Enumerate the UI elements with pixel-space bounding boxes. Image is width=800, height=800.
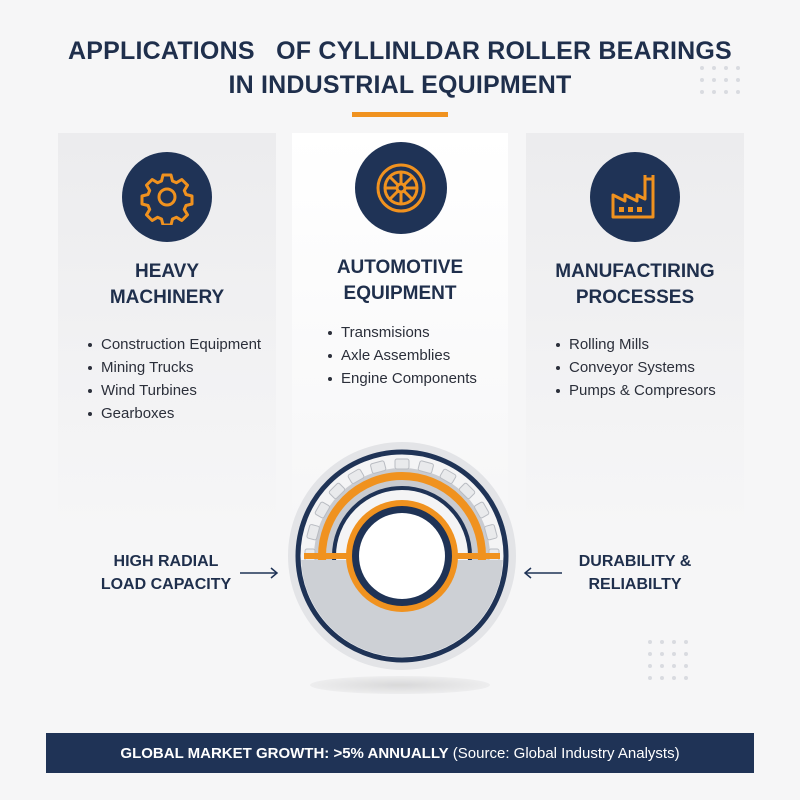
list-item: Transmisions xyxy=(328,321,477,344)
list-item: Gearboxes xyxy=(88,402,261,425)
card-heading-line: MACHINERY xyxy=(109,287,225,308)
list-item: Rolling Mills xyxy=(556,333,716,356)
callout-high-radial-load: HIGH RADIAL LOAD CAPACITY xyxy=(96,550,236,596)
roller xyxy=(306,524,320,541)
roller xyxy=(370,460,387,474)
banner-source: (Source: Global Industry Analysts) xyxy=(448,744,680,762)
card-heading-automotive: AUTOMOTIVE EQUIPMENT xyxy=(292,255,508,307)
roller xyxy=(394,458,410,470)
callout-line: DURABILITY & xyxy=(578,553,692,570)
roller xyxy=(484,524,498,541)
callout-line: HIGH RADIAL xyxy=(113,553,219,570)
callout-line: RELIABILTY xyxy=(588,576,682,593)
callout-durability: DURABILITY & RELIABILTY xyxy=(560,550,710,596)
roller xyxy=(314,501,330,519)
list-item: Engine Components xyxy=(328,367,477,390)
page-title: APPLICATIONS OF CYLLINLDAR ROLLER BEARIN… xyxy=(0,34,800,102)
list-item: Axle Assemblies xyxy=(328,344,477,367)
card-heavy-machinery: HEAVY MACHINERY Construction Equipment M… xyxy=(58,133,276,533)
roller xyxy=(474,501,490,519)
wheel-icon xyxy=(355,142,447,234)
roller xyxy=(347,468,365,484)
arrow-left-icon xyxy=(523,567,562,579)
title-line-2: IN INDUSTRIAL EQUIPMENT xyxy=(228,71,572,99)
list-item: Conveyor Systems xyxy=(556,356,716,379)
list-item: Wind Turbines xyxy=(88,379,261,402)
list-item: Construction Equipment xyxy=(88,333,261,356)
callout-line: LOAD CAPACITY xyxy=(100,576,232,593)
card-heading-line: HEAVY xyxy=(134,261,200,282)
bearing-shadow xyxy=(310,676,490,694)
bearing-illustration xyxy=(288,442,516,670)
list-item: Mining Trucks xyxy=(88,356,261,379)
roller xyxy=(328,482,346,500)
title-accent-bar xyxy=(352,112,448,117)
arrow-right-icon xyxy=(240,567,279,579)
list-item: Pumps & Compresors xyxy=(556,379,716,402)
factory-icon xyxy=(590,152,680,242)
card-heading-line: MANUFACTIRING xyxy=(555,261,715,282)
roller xyxy=(458,482,476,500)
title-line-1: APPLICATIONS OF CYLLINLDAR ROLLER BEARIN… xyxy=(68,37,732,65)
card-heading-line: AUTOMOTIVE xyxy=(336,257,464,278)
list-heavy: Construction Equipment Mining Trucks Win… xyxy=(88,333,261,425)
card-heading-manufacturing: MANUFACTIRING PROCESSES xyxy=(526,259,744,311)
list-automotive: Transmisions Axle Assemblies Engine Comp… xyxy=(328,321,477,390)
decorative-dots-top xyxy=(700,66,740,94)
banner-headline: GLOBAL MARKET GROWTH: >5% ANNUALLY xyxy=(120,744,449,762)
card-heading-line: EQUIPMENT xyxy=(343,283,457,304)
roller xyxy=(417,460,434,474)
card-manufacturing-processes: MANUFACTIRING PROCESSES Rolling Mills Co… xyxy=(526,133,744,533)
gear-icon xyxy=(122,152,212,242)
list-manufacturing: Rolling Mills Conveyor Systems Pumps & C… xyxy=(556,333,716,402)
card-heading-line: PROCESSES xyxy=(575,287,695,308)
roller xyxy=(439,468,457,484)
decorative-dots-bottom xyxy=(648,640,688,680)
card-heading-heavy: HEAVY MACHINERY xyxy=(58,259,276,311)
market-growth-banner: GLOBAL MARKET GROWTH: >5% ANNUALLY (Sour… xyxy=(46,733,754,773)
